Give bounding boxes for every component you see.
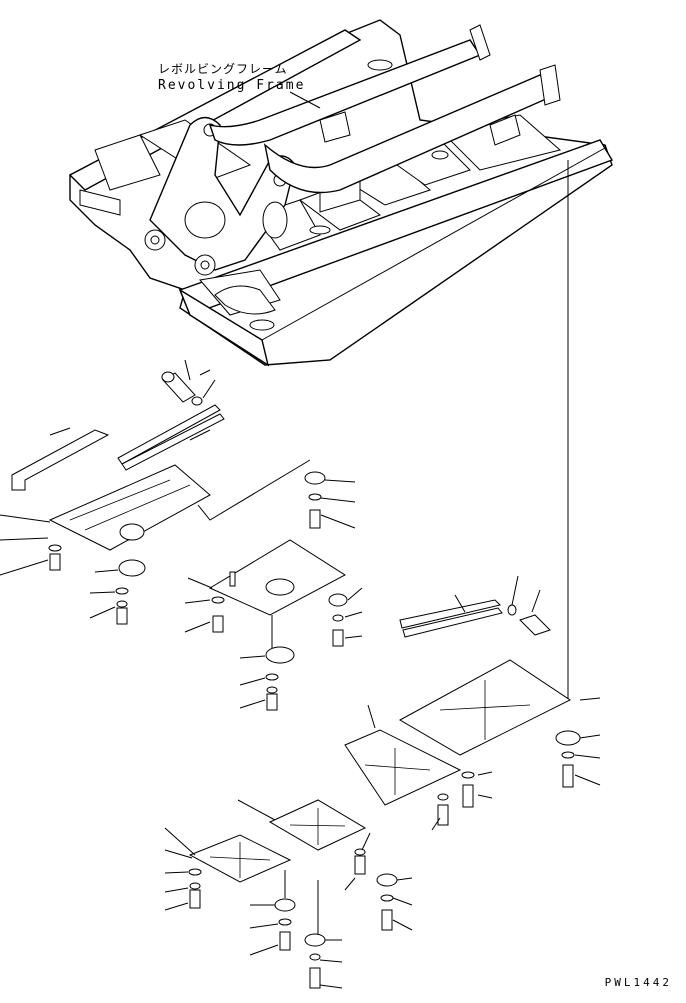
- right-cover-group: [400, 160, 600, 787]
- lower-cover-group: [165, 705, 492, 988]
- part-label-japanese: レボルビングフレーム: [158, 62, 288, 76]
- center-cover-group: [185, 540, 362, 710]
- drawing-code: PWL1442: [604, 976, 672, 989]
- label-leader: [290, 92, 320, 108]
- left-cover-group: [0, 360, 355, 624]
- revolving-frame: [70, 20, 612, 365]
- part-label-english: Revolving Frame: [158, 78, 306, 93]
